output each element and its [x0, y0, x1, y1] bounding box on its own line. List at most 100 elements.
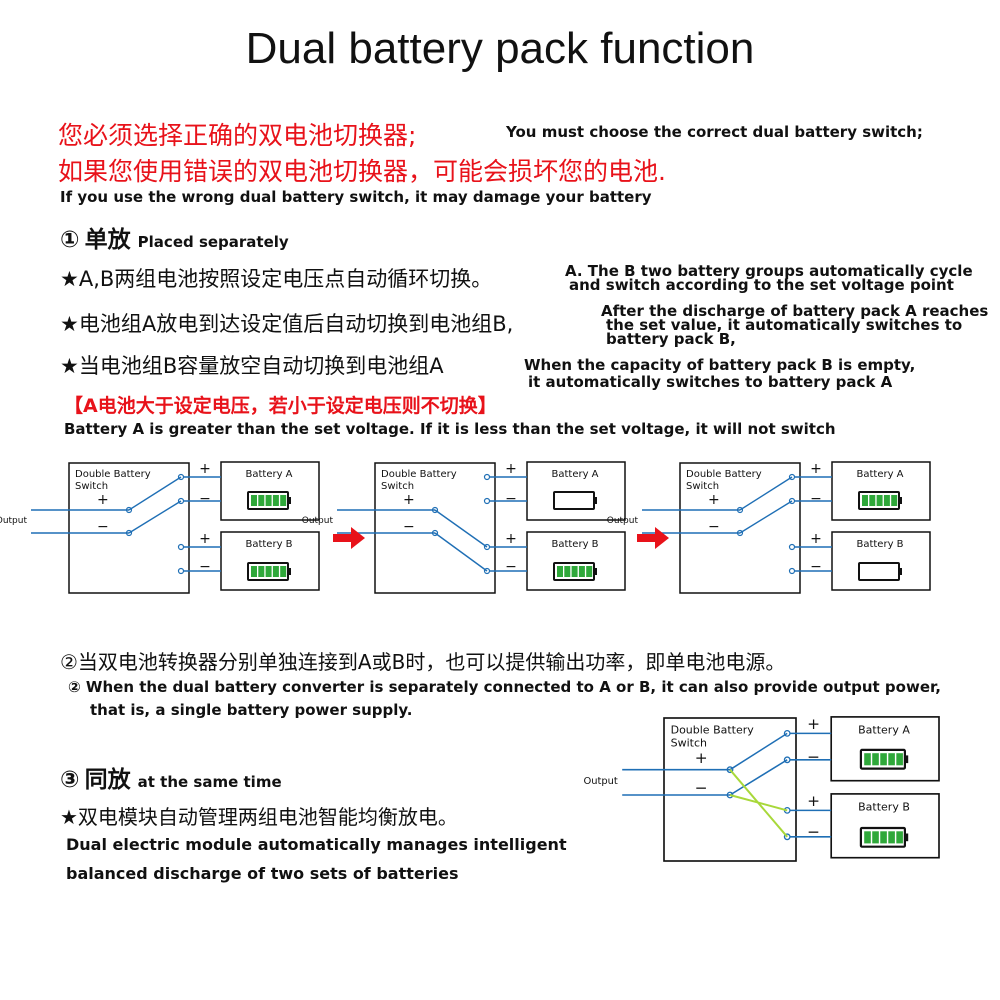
battery-b-label: Battery B	[856, 539, 903, 550]
b-plus: +	[199, 531, 211, 547]
battery-a-icon-cell	[280, 495, 287, 506]
battery-a-icon-body	[553, 491, 595, 510]
battery-b-icon-cell	[564, 566, 571, 577]
section3-point-en2: balanced discharge of two sets of batter…	[66, 864, 459, 883]
note-en: Battery A is greater than the set voltag…	[64, 420, 836, 438]
switch-box	[663, 717, 797, 862]
output-label: Output	[0, 516, 27, 526]
switch-label-line2: Switch	[75, 481, 108, 492]
b-minus: −	[810, 559, 822, 575]
b-minus: −	[505, 559, 517, 575]
battery-a-icon-cell	[869, 495, 876, 506]
battery-b-icon-tip	[904, 833, 909, 842]
b-minus: −	[199, 559, 211, 575]
battery-b-icon-cell	[872, 831, 879, 844]
b-plus: +	[807, 792, 820, 810]
point1-en-line2: and switch according to the set voltage …	[569, 276, 954, 294]
a-plus: +	[807, 715, 820, 733]
battery-a-icon-tip	[594, 497, 597, 504]
section3-cn: 同放	[84, 767, 131, 793]
switch-box	[679, 462, 801, 594]
battery-a-icon-cell	[876, 495, 883, 506]
a-plus: +	[199, 461, 211, 477]
battery-b-icon-cell	[265, 566, 272, 577]
output-plus: +	[708, 492, 720, 508]
point2-en: After the discharge of battery pack A re…	[601, 302, 989, 348]
warning-cn-line2: 如果您使用错误的双电池切换器，可能会损坏您的电池.	[58, 157, 666, 186]
battery-b-icon-cell	[880, 831, 887, 844]
switch-arm-minus	[434, 532, 488, 572]
battery-a-icon-cell	[864, 753, 871, 766]
battery-b-box	[831, 531, 931, 591]
terminal-dot	[483, 497, 491, 505]
point3-en-line1: When the capacity of battery pack B is e…	[524, 356, 916, 374]
warning-en-line2: If you use the wrong dual battery switch…	[60, 188, 652, 206]
battery-a-label: Battery A	[551, 469, 598, 480]
a-minus: −	[810, 491, 822, 507]
arrow-1-to-2	[333, 527, 365, 549]
battery-a-label: Battery A	[858, 723, 910, 736]
battery-a-icon-tip	[899, 497, 902, 504]
battery-a-icon-cell	[896, 753, 903, 766]
note-cn: 【A电池大于设定电压，若小于设定电压则不切换】	[64, 395, 497, 417]
switch-label-line2: Switch	[671, 737, 707, 750]
point2-cn: ★电池组A放电到达设定值后自动切换到电池组B,	[60, 312, 514, 336]
point1-en-line1: A. The B two battery groups automaticall…	[565, 262, 973, 280]
point3-cn: ★当电池组B容量放空自动切换到电池组A	[60, 354, 444, 378]
section3-point-cn: ★双电模块自动管理两组电池智能均衡放电。	[60, 805, 458, 829]
output-minus: −	[403, 519, 415, 535]
switch-arm-plus	[434, 509, 488, 548]
terminal-dot	[177, 567, 185, 575]
section3-number: ③	[60, 767, 80, 793]
battery-a-icon-cell	[883, 495, 890, 506]
b-minus: −	[807, 823, 820, 841]
b-plus: +	[810, 531, 822, 547]
battery-a-box	[830, 716, 940, 782]
switch-arm-plus	[128, 476, 182, 511]
page-title: Dual battery pack function	[245, 24, 755, 73]
section1-en: Placed separately	[137, 233, 289, 251]
point3-en-line2: it automatically switches to battery pac…	[528, 373, 893, 391]
a-plus: +	[810, 461, 822, 477]
section2-en-line1: ② When the dual battery converter is sep…	[68, 678, 941, 696]
battery-b-box	[830, 793, 940, 859]
parallel-arm-minus	[729, 794, 788, 812]
a-minus: −	[505, 491, 517, 507]
point3-en: When the capacity of battery pack B is e…	[524, 357, 915, 391]
output-plus: +	[695, 749, 708, 767]
battery-b-icon-tip	[288, 568, 291, 575]
battery-b-icon-cell	[272, 566, 279, 577]
switch-arm-minus	[128, 500, 182, 534]
output-minus: −	[708, 519, 720, 535]
switch-label-line2: Switch	[381, 481, 414, 492]
a-plus: +	[505, 461, 517, 477]
terminal-dot	[177, 543, 185, 551]
switch-box	[68, 462, 190, 594]
battery-b-icon-cell	[864, 831, 871, 844]
battery-a-box	[831, 461, 931, 521]
warning-cn-line1: 您必须选择正确的双电池切换器;	[58, 121, 417, 150]
point2-en-line1: After the discharge of battery pack A re…	[601, 302, 989, 320]
battery-a-icon-cell	[891, 495, 898, 506]
switch-arm-minus	[739, 500, 793, 534]
point2-en-line2: the set value, it automatically switches…	[606, 316, 963, 334]
battery-b-label: Battery B	[245, 539, 292, 550]
battery-b-icon-cell	[578, 566, 585, 577]
section2-cn: ②当双电池转换器分别单独连接到A或B时，也可以提供输出功率，即单电池电源。	[60, 650, 786, 674]
battery-b-icon-cell	[571, 566, 578, 577]
battery-a-label: Battery A	[856, 469, 903, 480]
switch-arm-minus	[729, 759, 788, 796]
point2-en-line3: battery pack B,	[606, 330, 736, 348]
a-minus: −	[807, 748, 820, 766]
section3-heading: ③ 同放 at the same time	[60, 760, 282, 794]
battery-a-icon-cell	[862, 495, 868, 506]
switch-label-line1: Double Battery	[686, 469, 762, 480]
section1-heading: ① 单放 Placed separately	[60, 220, 289, 254]
a-minus: −	[199, 491, 211, 507]
switch-label-line2: Switch	[686, 481, 719, 492]
terminal-dot	[788, 543, 796, 551]
